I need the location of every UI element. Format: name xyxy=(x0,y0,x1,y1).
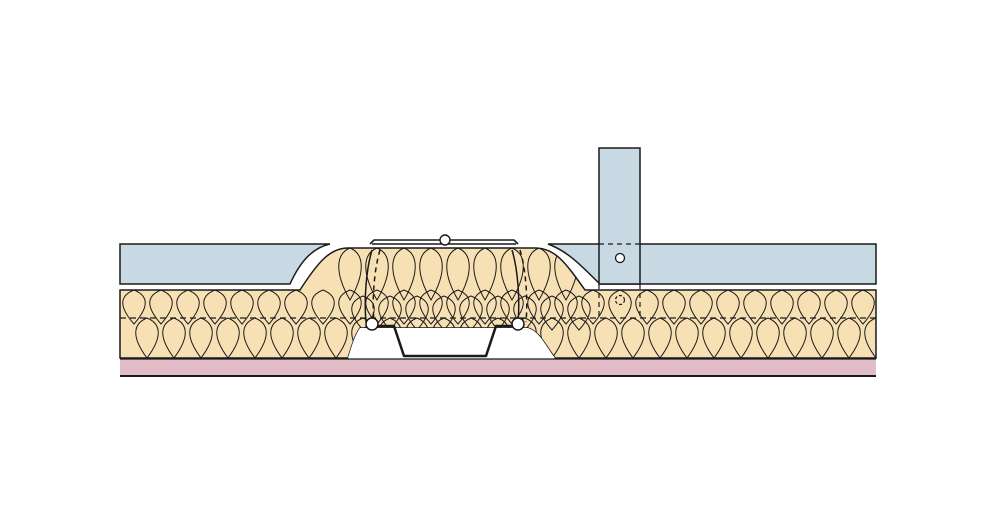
insulation-fibre xyxy=(162,317,186,358)
insulation-fibre xyxy=(635,289,659,325)
insulation-fibre xyxy=(837,317,861,358)
insulation-fibre xyxy=(324,317,348,358)
insulation-fibre xyxy=(365,248,389,302)
insulation-fibre xyxy=(473,248,497,302)
insulation-fibre xyxy=(824,289,848,325)
insulation-fibre xyxy=(432,317,456,358)
insulation-fibre xyxy=(122,289,146,325)
insulation-fibre xyxy=(135,317,159,358)
insulation-fibre xyxy=(864,317,876,358)
insulation-fibre xyxy=(446,289,470,325)
clip-left xyxy=(364,249,381,331)
insulation-fibre xyxy=(189,317,213,358)
insulation-fibre xyxy=(392,248,416,302)
insulation-fibre xyxy=(540,295,564,331)
insulation-fibre xyxy=(675,317,699,358)
membrane-layer xyxy=(120,359,876,375)
insulation-fibre xyxy=(230,289,254,325)
insulation-fibre xyxy=(594,317,618,358)
vertical-stud xyxy=(598,147,641,285)
clip-right xyxy=(511,249,528,331)
insulation-fibre xyxy=(297,317,321,358)
insulation-fibre xyxy=(621,317,645,358)
channel-void xyxy=(348,328,555,358)
insulation-fibre xyxy=(608,289,632,325)
insulation-fibre xyxy=(527,289,551,325)
insulation-fibre xyxy=(729,317,753,358)
board-layer-right xyxy=(547,243,877,285)
insulation-fibre xyxy=(149,289,173,325)
insulation-fibre xyxy=(716,289,740,325)
stud-fixing-hole xyxy=(614,252,626,264)
insulation-fibre xyxy=(783,317,807,358)
insulation-fibre xyxy=(810,317,834,358)
insulation-fibre xyxy=(473,289,497,325)
insulation-fibre xyxy=(216,317,240,358)
stud-hidden-hole xyxy=(614,294,626,306)
insulation-fibre xyxy=(689,289,713,325)
insulation-fibre xyxy=(405,317,429,358)
insulation-fibre xyxy=(257,289,281,325)
insulation-fibre xyxy=(311,289,335,325)
board-layer-left xyxy=(119,243,331,285)
insulation-fibre xyxy=(567,295,591,331)
insulation-fibre xyxy=(770,289,794,325)
insulation-fibre xyxy=(338,248,362,302)
insulation-fibre xyxy=(540,317,564,358)
insulation-fibre xyxy=(648,317,672,358)
insulation-fibre xyxy=(446,248,470,302)
insulation-fibre xyxy=(284,289,308,325)
hat-channel xyxy=(378,324,512,358)
insulation-fibre xyxy=(567,317,591,358)
insulation-fibre xyxy=(527,248,551,302)
insulation-fibre xyxy=(392,289,416,325)
insulation-fibre xyxy=(176,289,200,325)
insulation-fibre xyxy=(797,289,821,325)
insulation-fibre xyxy=(419,248,443,302)
insulation-fibre xyxy=(702,317,726,358)
insulation-fibre xyxy=(338,289,362,325)
insulation-fibre xyxy=(554,289,578,325)
insulation-fibre xyxy=(203,289,227,325)
insulation-fibre xyxy=(851,289,875,325)
insulation-fibre xyxy=(459,317,483,358)
insulation-fibre xyxy=(581,289,605,325)
insulation-fibre xyxy=(500,248,524,302)
insulation-fibre xyxy=(270,317,294,358)
insulation-fibre xyxy=(662,289,686,325)
cover-plate-fixing xyxy=(439,234,451,246)
insulation-fibre xyxy=(743,289,767,325)
insulation-fibre xyxy=(756,317,780,358)
insulation-fibre xyxy=(243,317,267,358)
insulation-fibre xyxy=(419,289,443,325)
